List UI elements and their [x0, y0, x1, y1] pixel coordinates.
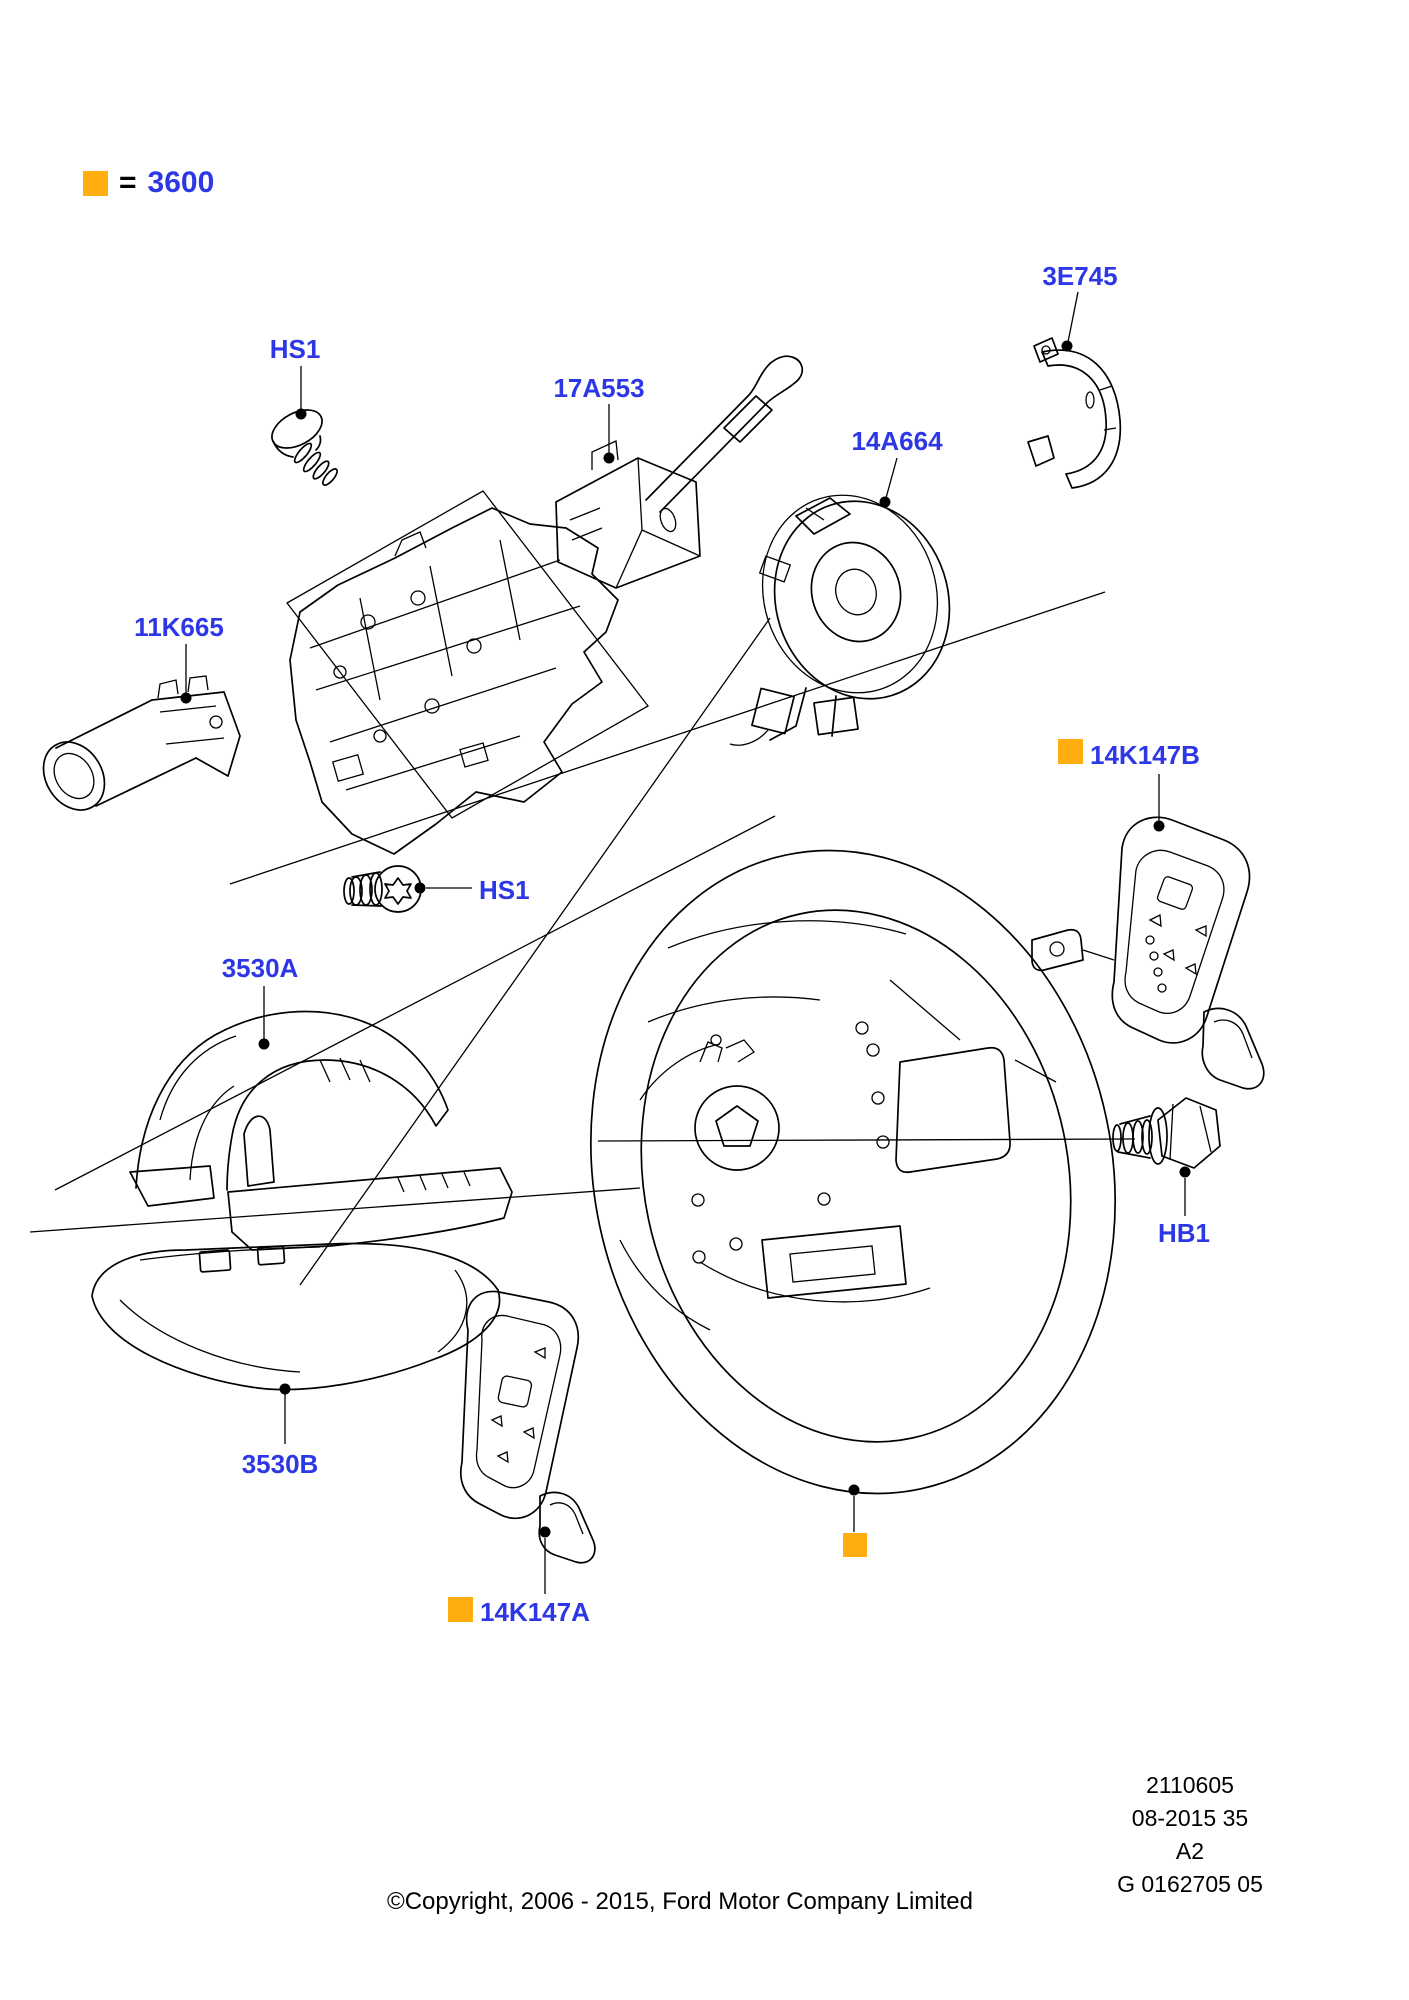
- label-hb1: HB1: [1157, 1218, 1211, 1248]
- legend-equals: =: [119, 166, 137, 199]
- label-14a664: 14A664: [851, 426, 943, 456]
- screw-hs1-top-drawing: [266, 402, 340, 487]
- wheel-switch-14k147a-drawing: [461, 1291, 595, 1562]
- marker-steering-wheel: [843, 1533, 867, 1557]
- clockspring-14a664-drawing: [730, 472, 975, 745]
- label-11k665: 11K665: [134, 612, 224, 642]
- date-code: 08-2015 35: [1131, 1805, 1249, 1831]
- label-14k147b: 14K147B: [1090, 740, 1200, 770]
- leader-lines: [180, 292, 1191, 1594]
- footer-doc-block: 2110605 08-2015 35 A2 G 0162705 05: [1050, 1769, 1330, 1901]
- legend-part-code: 3600: [147, 166, 215, 199]
- doc-number: 2110605: [1146, 1772, 1234, 1798]
- legend: = 3600: [83, 168, 214, 198]
- bolt-hb1-drawing: [1113, 1098, 1220, 1168]
- wheel-switch-14k147b-drawing: [1032, 817, 1264, 1088]
- wiper-switch-17a553-drawing: [556, 356, 802, 588]
- construction-lines: [30, 592, 1135, 1285]
- upper-shroud-3530a-drawing: [130, 1011, 512, 1250]
- sheet-code: A2: [1175, 1838, 1205, 1864]
- label-3e745: 3E745: [1042, 261, 1118, 291]
- label-hs1-top: HS1: [269, 334, 321, 364]
- copyright-line: ©Copyright, 2006 - 2015, Ford Motor Comp…: [387, 1888, 973, 1915]
- lower-shroud-3530b-drawing: [92, 1243, 500, 1389]
- steering-wheel-drawing: [532, 801, 1173, 1543]
- bracket-3e745-drawing: [1028, 338, 1120, 488]
- label-3530b: 3530B: [241, 1449, 319, 1479]
- label-3530a: 3530A: [221, 953, 299, 983]
- ignition-switch-11k665-drawing: [31, 676, 240, 821]
- label-14k147a: 14K147A: [480, 1597, 590, 1627]
- label-hs1-mid: HS1: [479, 875, 530, 905]
- marker-14k147a: [448, 1597, 473, 1622]
- steering-column-housing-drawing: [287, 491, 648, 854]
- legend-marker: [83, 170, 108, 196]
- label-17a553: 17A553: [553, 373, 645, 403]
- marker-14k147b: [1058, 739, 1083, 764]
- drawing-number: G 0162705 05: [1117, 1871, 1263, 1897]
- screw-hs1-mid-drawing: [344, 866, 421, 912]
